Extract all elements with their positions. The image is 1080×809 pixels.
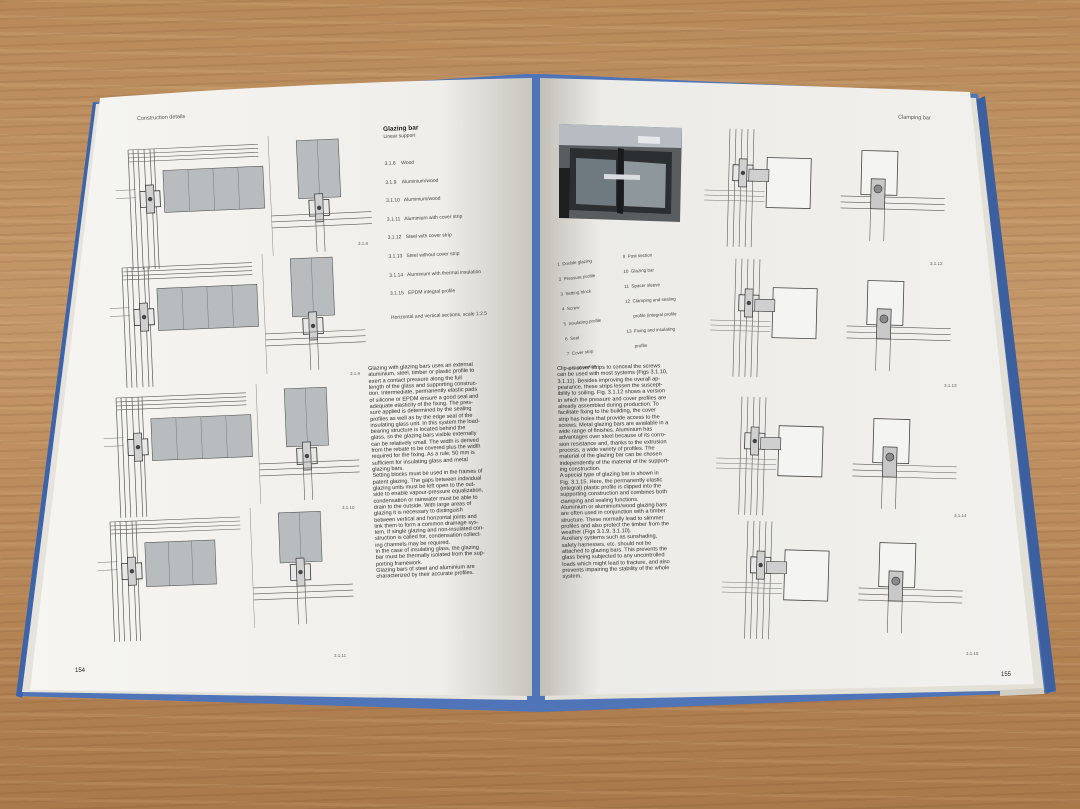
figure-number: 3.1.11 — [334, 653, 347, 658]
section-drawing — [721, 520, 830, 640]
section-drawing — [267, 135, 372, 256]
figure-number: 3.1.12 — [930, 261, 943, 266]
section-drawing — [710, 258, 818, 378]
section-drawing — [715, 396, 824, 516]
figure-number: 3.1.8 — [358, 241, 369, 246]
figure-number: 3.1.14 — [954, 513, 967, 518]
facade-photo — [559, 124, 682, 222]
section-drawing — [704, 128, 812, 248]
section-drawing — [109, 262, 259, 388]
section-drawing — [103, 392, 253, 518]
section-drawing — [255, 383, 360, 504]
section-drawing — [261, 253, 366, 374]
figure-number: 3.1.9 — [350, 371, 361, 376]
section-drawing — [97, 516, 241, 642]
left-page-number: 154 — [75, 668, 86, 674]
section-drawing — [852, 418, 957, 510]
figure-number: 3.1.15 — [966, 651, 979, 656]
figure-number: 3.1.13 — [944, 383, 957, 388]
figure-number: 3.1.10 — [342, 505, 355, 510]
section-drawing — [115, 144, 265, 270]
section-drawing — [846, 280, 951, 372]
right-page-number: 155 — [1001, 672, 1012, 678]
section-drawing — [840, 150, 945, 242]
section-drawing — [858, 542, 963, 634]
section-drawing — [249, 507, 354, 628]
